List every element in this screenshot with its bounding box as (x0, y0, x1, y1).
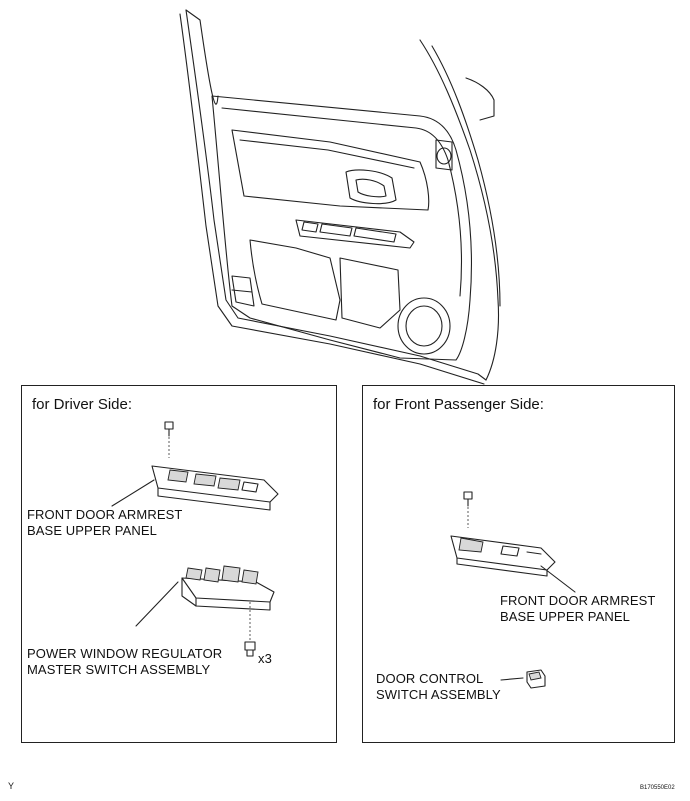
driver-panel-title: for Driver Side: (32, 396, 133, 413)
switch-screw-icon (244, 602, 256, 657)
passenger-screw-icon (463, 491, 473, 528)
switch-leader-line (135, 581, 179, 627)
armrest-leader-line (111, 479, 155, 507)
corner-mark: Y (8, 781, 15, 791)
screw-count: x3 (258, 651, 272, 666)
driver-side-panel: for Driver Side: FRONT DOOR ARMREST BASE… (21, 385, 337, 743)
master-switch-drawing (181, 565, 275, 611)
driver-armrest-label-2: BASE UPPER PANEL (27, 523, 157, 538)
passenger-armrest-drawing (450, 535, 556, 577)
passenger-armrest-leader (540, 565, 576, 593)
door-trim-illustration (179, 9, 501, 385)
passenger-side-panel: for Front Passenger Side: FRONT DOOR ARM… (362, 385, 675, 743)
driver-armrest-label-1: FRONT DOOR ARMREST (27, 507, 183, 522)
figure-code: B170550E02 (640, 785, 675, 791)
passenger-armrest-label-2: BASE UPPER PANEL (500, 609, 630, 624)
door-control-switch-drawing (526, 669, 546, 689)
door-control-label-2: SWITCH ASSEMBLY (376, 687, 501, 702)
passenger-panel-title: for Front Passenger Side: (373, 396, 544, 413)
screw-icon (164, 421, 174, 458)
armrest-panel-drawing (151, 465, 279, 511)
door-control-leader (500, 677, 524, 681)
driver-switch-label-2: MASTER SWITCH ASSEMBLY (27, 662, 211, 677)
driver-switch-label-1: POWER WINDOW REGULATOR (27, 646, 223, 661)
passenger-armrest-label-1: FRONT DOOR ARMREST (500, 593, 656, 608)
door-control-label-1: DOOR CONTROL (376, 671, 484, 686)
